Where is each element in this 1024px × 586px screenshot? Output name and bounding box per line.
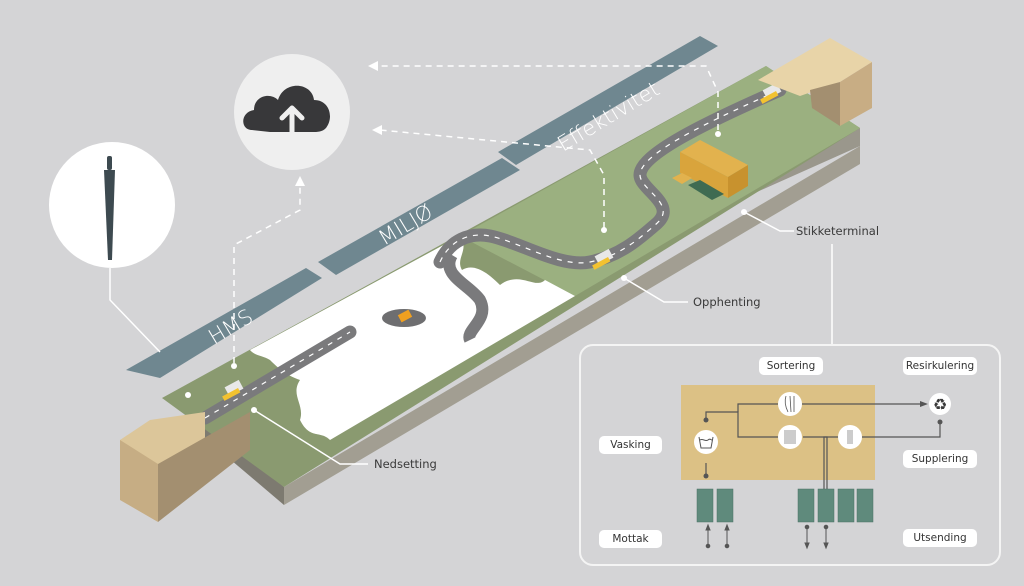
band-hms [126, 268, 322, 378]
recycle-icon: ♻ [933, 395, 947, 414]
snowplow [382, 309, 426, 327]
outgoing-containers [797, 488, 874, 523]
pill-supplering: Supplering [903, 450, 977, 468]
pill-sortering: Sortering [759, 357, 823, 375]
recycle-circle [929, 393, 951, 415]
loading-dock [672, 173, 692, 184]
cloud-upload-icon [243, 85, 330, 137]
dashed-arrow-effektivitet [379, 129, 605, 228]
building-side [728, 165, 748, 198]
band-effektivitet [498, 36, 718, 165]
arrowhead-left-2 [368, 61, 378, 71]
tunnel-right-front [840, 62, 872, 126]
band-label-miljo: MILJØ [374, 199, 437, 250]
tunnel-right-top [758, 38, 872, 96]
road-markings [204, 89, 781, 419]
tunnel-left-side [158, 412, 250, 522]
containers [688, 180, 724, 200]
wash-circle [694, 430, 718, 454]
building-front [680, 152, 728, 198]
stake-icon [104, 156, 115, 260]
arrowhead-up [295, 176, 305, 186]
building-top [680, 140, 748, 177]
sort-circle-2 [778, 425, 802, 449]
leader-stikketerminal [743, 211, 794, 232]
pill-vasking: Vasking [599, 436, 662, 454]
label-nedsetting: Nedsetting [374, 457, 437, 471]
grass-light [460, 66, 860, 296]
label-stikketerminal: Stikketerminal [796, 224, 880, 238]
wash-icon [698, 436, 714, 449]
intake-containers [696, 488, 734, 523]
snow-area [250, 236, 575, 440]
pill-mottak: Mottak [599, 530, 662, 548]
sort-circle-1 [778, 392, 802, 416]
tunnel-left-top [120, 412, 205, 466]
tunnel-right-inner [810, 82, 840, 126]
truck-left [222, 379, 244, 401]
dashed-arrow-hms [233, 185, 301, 363]
label-opphenting: Opphenting [693, 295, 761, 309]
pill-resirkulering: Resirkulering [903, 357, 977, 375]
stake-leader-line [109, 268, 161, 353]
dashed-arrow-top [376, 65, 719, 130]
arrowhead-left-1 [372, 125, 382, 135]
leader-nedsetting [253, 409, 368, 465]
io-arrows [705, 523, 829, 550]
pill-utsending: Utsending [903, 529, 977, 547]
tunnel-left-face [120, 440, 158, 522]
truck-middle [592, 248, 614, 270]
band-miljo [318, 158, 520, 275]
road-snow-curve [443, 251, 489, 343]
platform-side-long [284, 146, 860, 505]
leader-opphenting [623, 277, 688, 303]
terminal-detail-panel [579, 344, 1001, 566]
